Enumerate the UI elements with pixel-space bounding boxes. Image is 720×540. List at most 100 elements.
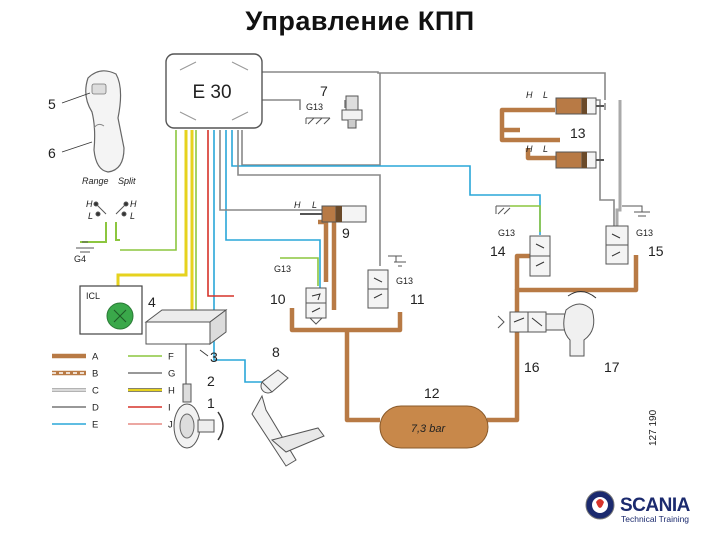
- legend-item-j: J: [128, 420, 173, 431]
- callout-13: 13: [570, 125, 586, 141]
- lever-l-left: L: [88, 211, 93, 221]
- wire-grey-9: [219, 130, 354, 211]
- actuator-17: [545, 291, 597, 357]
- cyl13a-l: L: [543, 90, 548, 100]
- ground-g4: G4: [74, 254, 86, 264]
- legend-key-f: F: [168, 352, 174, 363]
- cylinder-9: [300, 205, 367, 223]
- legend-item-d: D: [52, 403, 99, 414]
- ground-g13-15: G13: [636, 228, 653, 238]
- legend-key-c: C: [92, 386, 99, 397]
- callout-14: 14: [490, 243, 506, 259]
- callout-16: 16: [524, 359, 540, 375]
- legend-key-d: D: [92, 403, 99, 414]
- clutch-pedal: [251, 369, 325, 467]
- lever-h-left: H: [86, 199, 93, 209]
- callout-3: 3: [210, 349, 218, 365]
- pressure-switch-7: [305, 95, 363, 129]
- callout-10: 10: [270, 291, 286, 307]
- wire-grey-7: [255, 99, 346, 110]
- wire-blue-10: [225, 130, 321, 290]
- lever-split-label: Split: [118, 176, 136, 186]
- callout-17: 17: [604, 359, 620, 375]
- legend-item-i: I: [128, 403, 171, 414]
- figure-code: 127 190: [648, 409, 659, 446]
- lever-range-label: Range: [82, 176, 109, 186]
- lever-h-right: H: [130, 199, 137, 209]
- legend-key-j: J: [168, 420, 173, 431]
- legend-item-f: F: [128, 352, 174, 363]
- legend-key-i: I: [168, 403, 171, 414]
- legend-item-g: G: [128, 369, 175, 380]
- legend-item-c: C: [52, 386, 99, 397]
- air-tank: 7,3 bar: [379, 405, 489, 449]
- lever-l-right: L: [130, 211, 135, 221]
- ground-g13-10: G13: [274, 264, 291, 274]
- ground-g13-7: G13: [306, 102, 323, 112]
- valve-11: [367, 255, 406, 309]
- callout-12: 12: [424, 385, 440, 401]
- legend-key-g: G: [168, 369, 175, 380]
- page-title: Управление КПП: [245, 6, 475, 36]
- brand-name: SCANIA: [620, 495, 691, 516]
- callout-11: 11: [410, 291, 425, 307]
- tank-pressure-label: 7,3 bar: [411, 423, 447, 435]
- wire-blue-14: [231, 130, 541, 235]
- cyl13b-l: L: [543, 144, 548, 154]
- wiring: [116, 71, 622, 386]
- callout-1: 1: [207, 395, 215, 411]
- callout-4: 4: [148, 294, 156, 310]
- wire-double-15: [615, 100, 622, 228]
- callout-5: 5: [48, 96, 56, 112]
- valve-10: [305, 287, 327, 325]
- air-line-tank-right: [487, 255, 639, 423]
- callout-15: 15: [648, 243, 664, 259]
- wire-green-14: [510, 205, 541, 232]
- legend-item-a: A: [52, 352, 99, 363]
- legend-item-h: H: [128, 386, 175, 397]
- wire-red: [207, 130, 234, 297]
- cylinders-13: [555, 97, 604, 169]
- wire-green-10: [280, 257, 319, 286]
- valve-15: [605, 205, 650, 265]
- gear-lever: Range Split H L H L G4: [61, 70, 137, 264]
- valve-14: [495, 205, 551, 277]
- legend-item-e: E: [52, 420, 98, 431]
- cyl9-h: H: [294, 200, 301, 210]
- callout-7: 7: [320, 83, 328, 99]
- icl-label: ICL: [86, 291, 100, 301]
- callout-2: 2: [207, 373, 215, 389]
- valve-16: [497, 311, 547, 333]
- wire-grey-11: [237, 130, 381, 266]
- speed-sensor: [173, 383, 224, 449]
- wire-grey-right: [590, 99, 615, 230]
- air-line-main: [289, 308, 403, 423]
- control-unit-3: [144, 309, 228, 345]
- brand-subtitle: Technical Training: [621, 514, 689, 524]
- legend-key-a: A: [92, 352, 99, 363]
- legend-item-b: B: [52, 369, 98, 380]
- scania-logo: SCANIA Technical Training: [585, 490, 691, 524]
- wire-yellow-a: [116, 130, 188, 288]
- legend-key-e: E: [92, 420, 98, 431]
- icl-panel: ICL: [79, 285, 143, 335]
- cyl13b-h: H: [526, 144, 533, 154]
- ground-g13-11: G13: [396, 276, 413, 286]
- air-line-13: [499, 107, 560, 161]
- cyl13a-h: H: [526, 90, 533, 100]
- ecu-e30: E 30: [165, 53, 263, 129]
- lever-switches: [93, 201, 129, 217]
- wire-blue-8: [213, 130, 262, 383]
- wire-green-a: [120, 130, 177, 251]
- legend-key-h: H: [168, 386, 175, 397]
- wire-grey-top: [241, 71, 606, 166]
- callout-9: 9: [342, 225, 350, 241]
- legend-key-b: B: [92, 369, 98, 380]
- ecu-label: E 30: [192, 82, 231, 103]
- callout-6: 6: [48, 145, 56, 161]
- cyl9-l: L: [312, 200, 317, 210]
- ground-g13-14: G13: [498, 228, 515, 238]
- callout-8: 8: [272, 344, 280, 360]
